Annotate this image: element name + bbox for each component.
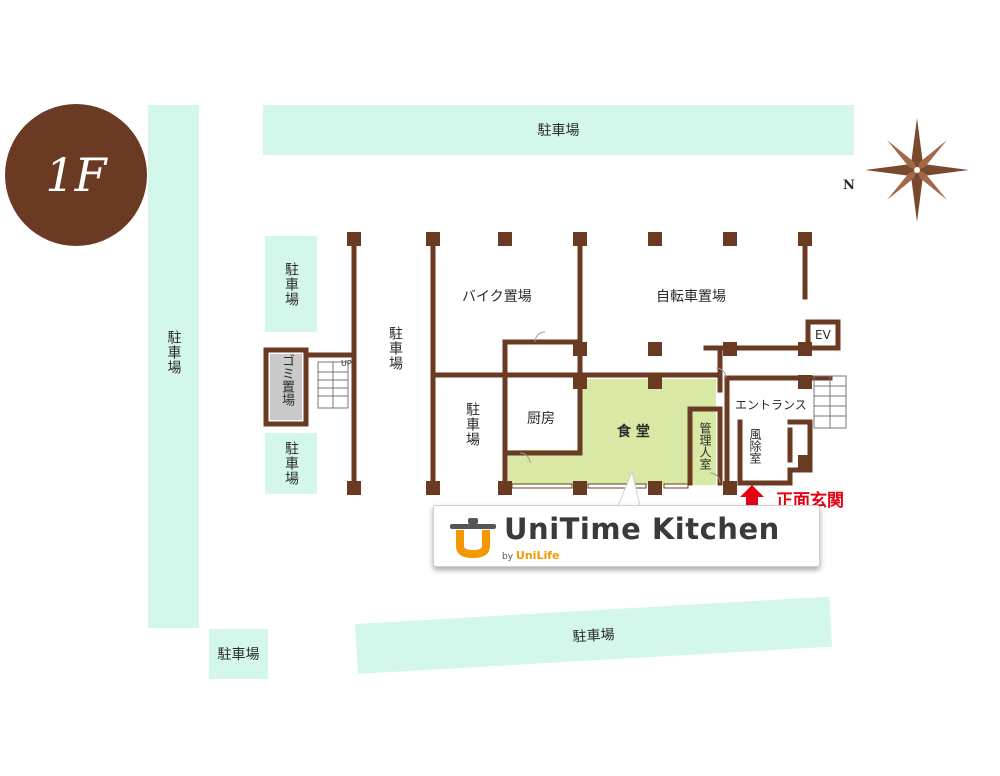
pillar [573, 481, 587, 495]
parking-left-long-label: 駐車場 [165, 330, 182, 375]
logo-name: UniTime Kitchen [504, 512, 780, 546]
entrance-room-label: エントランス [735, 398, 807, 412]
pillar [347, 481, 361, 495]
pillar [648, 342, 662, 356]
pillar [798, 455, 812, 469]
parking-top: 駐車場 [263, 105, 854, 155]
garbage-label: ゴミ置場 [279, 354, 294, 406]
pot-icon [450, 518, 496, 558]
pillar [347, 232, 361, 246]
stairs-east [813, 375, 847, 429]
logo-byline: by UniLife [502, 549, 559, 562]
floor-label: 1F [45, 148, 107, 202]
pillar [648, 375, 662, 389]
pillar [498, 232, 512, 246]
restaurant-logo: UniTime Kitchen by UniLife [433, 505, 820, 567]
pillar [573, 232, 587, 246]
pillar [798, 232, 812, 246]
up-label: UP [341, 359, 352, 368]
parking-inner-1-label: 駐車場 [387, 326, 403, 371]
logo-by: by [502, 552, 514, 562]
ev-label: EV [815, 328, 831, 342]
pillar [648, 232, 662, 246]
pillar [426, 232, 440, 246]
manager-label: 管理人室 [698, 422, 712, 470]
floor-badge: 1F [5, 104, 147, 246]
bike-label: バイク置場 [462, 289, 532, 305]
stairs-west [317, 361, 349, 409]
pillar [723, 342, 737, 356]
logo-pointer [617, 470, 641, 507]
pillar [723, 232, 737, 246]
pillar [426, 481, 440, 495]
kitchen-area [508, 345, 580, 450]
compass-north: N [843, 178, 855, 193]
logo-brand: UniLife [515, 549, 560, 562]
bicycle-label: 自転車置場 [656, 289, 726, 305]
pillar [498, 481, 512, 495]
pillar [798, 342, 812, 356]
pillar [648, 481, 662, 495]
parking-left-small-2: 駐車場 [265, 433, 317, 494]
parking-bottom-left-label: 駐車場 [217, 647, 260, 663]
pillar [573, 342, 587, 356]
windbreak-label: 風除室 [748, 428, 762, 464]
parking-left-small-2-label: 駐車場 [283, 441, 299, 486]
dining-label: 食 堂 [617, 424, 650, 440]
parking-inner-2-label: 駐車場 [464, 402, 480, 447]
compass-rose [865, 118, 969, 222]
pillar [573, 375, 587, 389]
kitchen-label: 厨房 [527, 411, 555, 427]
entrance-arrow [740, 485, 764, 505]
parking-left-small-1-label: 駐車場 [283, 261, 299, 307]
pillar [723, 481, 737, 495]
parking-bottom-left: 駐車場 [209, 629, 268, 679]
parking-left-small-1: 駐車場 [265, 236, 317, 332]
parking-top-label: 駐車場 [537, 123, 580, 139]
parking-left-long: 駐車場 [148, 105, 199, 628]
pillar [798, 375, 812, 389]
